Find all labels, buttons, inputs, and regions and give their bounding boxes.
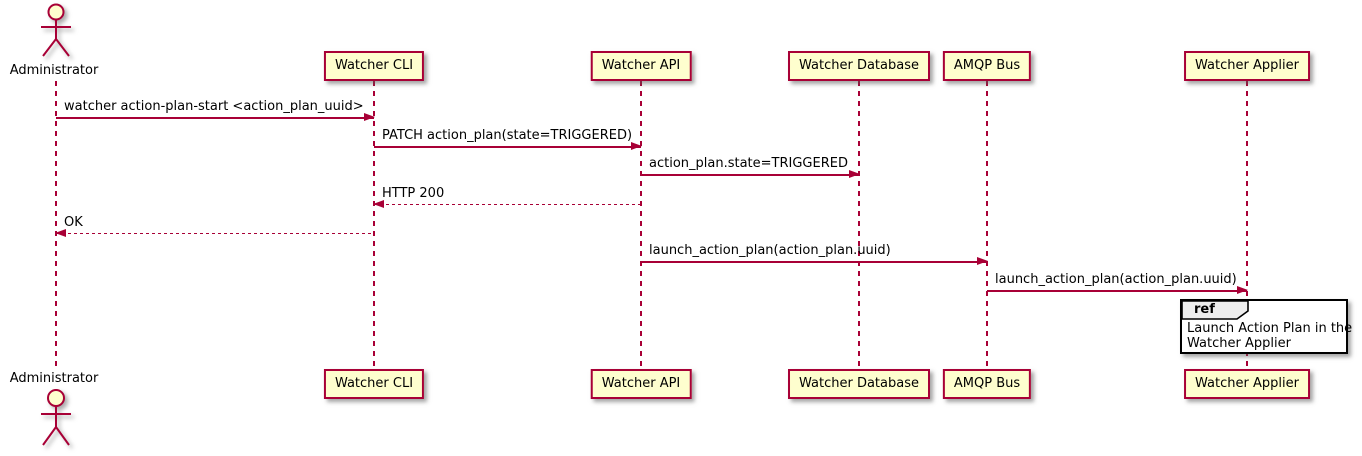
arrowhead-icon (977, 257, 988, 265)
participant-label: Watcher API (601, 58, 681, 73)
participant-label: Watcher Database (799, 58, 919, 73)
participant-watcher-api-top: Watcher API (590, 51, 692, 81)
participant-label: Watcher Applier (1195, 376, 1299, 391)
message-label: OK (64, 215, 83, 230)
ref-fragment: ref Launch Action Plan in the Watcher Ap… (1180, 299, 1352, 354)
lifeline-administrator (55, 81, 57, 369)
participant-label: AMQP Bus (953, 58, 1021, 73)
participant-label: AMQP Bus (953, 376, 1021, 391)
message-line (374, 146, 641, 148)
ref-text-line: Launch Action Plan in the (1187, 321, 1353, 336)
participant-watcher-cli-bottom: Watcher CLI (323, 369, 425, 399)
ref-text: Launch Action Plan in the Watcher Applie… (1187, 321, 1352, 351)
participant-watcher-database-top: Watcher Database (788, 51, 930, 81)
message-line (987, 290, 1247, 292)
message-label: watcher action-plan-start <action_plan_u… (64, 99, 364, 114)
participant-amqp-bus-top: AMQP Bus (942, 51, 1032, 81)
arrowhead-icon (631, 142, 642, 150)
actor-icon-bottom (36, 387, 76, 453)
lifeline-watcher-applier (1246, 81, 1248, 369)
arrowhead-icon (849, 170, 860, 178)
participant-watcher-cli-top: Watcher CLI (323, 51, 425, 81)
participant-watcher-api-bottom: Watcher API (590, 369, 692, 399)
ref-tab-icon (1181, 300, 1249, 320)
participant-label: Watcher Database (799, 376, 919, 391)
participant-watcher-database-bottom: Watcher Database (788, 369, 930, 399)
message-label: launch_action_plan(action_plan.uuid) (649, 243, 891, 258)
participant-amqp-bus-bottom: AMQP Bus (942, 369, 1032, 399)
arrowhead-icon (373, 200, 384, 208)
arrowhead-icon (364, 113, 375, 121)
actor-icon (36, 2, 76, 64)
message-label: PATCH action_plan(state=TRIGGERED) (382, 128, 633, 143)
message-line (374, 204, 641, 206)
ref-keyword: ref (1194, 302, 1215, 317)
arrowhead-icon (55, 229, 66, 237)
participant-watcher-applier-bottom: Watcher Applier (1184, 369, 1310, 399)
message-line (56, 117, 374, 119)
participant-label: Watcher Applier (1195, 58, 1299, 73)
participant-watcher-applier-top: Watcher Applier (1184, 51, 1310, 81)
message-line (641, 261, 987, 263)
lifeline-watcher-database (858, 81, 860, 369)
actor-label-administrator-bottom: Administrator (9, 371, 99, 386)
lifeline-watcher-api (640, 81, 642, 369)
lifeline-amqp-bus (986, 81, 988, 369)
message-label: launch_action_plan(action_plan.uuid) (995, 272, 1237, 287)
message-label: HTTP 200 (382, 186, 445, 201)
participant-label: Watcher CLI (334, 376, 414, 391)
arrowhead-icon (1237, 286, 1248, 294)
participant-label: Watcher API (601, 376, 681, 391)
participant-label: Watcher CLI (334, 58, 414, 73)
message-line (641, 174, 859, 176)
ref-text-line: Watcher Applier (1187, 336, 1291, 351)
lifeline-watcher-cli (373, 81, 375, 369)
message-line (56, 233, 374, 235)
actor-label-administrator-top: Administrator (9, 63, 99, 78)
message-label: action_plan.state=TRIGGERED (649, 156, 848, 171)
